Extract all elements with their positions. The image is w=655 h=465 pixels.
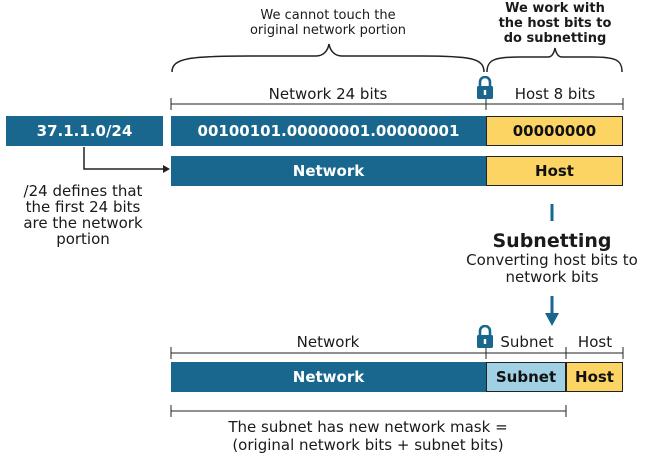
cidr-box: 37.1.1.0/24 bbox=[6, 116, 163, 146]
lock-icon bbox=[477, 325, 493, 348]
host-bits-label: Host 8 bits bbox=[514, 85, 596, 103]
cannot-touch-line1: We cannot touch the bbox=[260, 8, 396, 23]
lock-icon bbox=[477, 76, 493, 99]
bottom-host-label: Host bbox=[577, 333, 613, 351]
subnetting-desc-line1: Converting host bits to bbox=[466, 251, 638, 269]
host-binary-box: 00000000 bbox=[486, 116, 623, 146]
subnetting-title: Subnetting bbox=[492, 230, 612, 252]
host-work-note: We work with the host bits to do subnett… bbox=[480, 1, 630, 46]
cidr-note-line1: /24 defines that bbox=[23, 182, 143, 200]
cannot-touch-note: We cannot touch the original network por… bbox=[228, 8, 428, 38]
mask-note-line1: The subnet has new network mask = bbox=[228, 418, 508, 436]
network-binary-box: 00100101.00000001.00000001 bbox=[171, 116, 486, 146]
network-bits-label: Network 24 bits bbox=[268, 85, 388, 103]
mask-note-line2: (original network bits + subnet bits) bbox=[232, 436, 504, 454]
host-work-line3: do subnetting bbox=[503, 31, 607, 46]
cidr-note: /24 defines that the first 24 bits are t… bbox=[2, 183, 164, 247]
arrow-down-icon bbox=[545, 313, 559, 326]
host-work-line2: the host bits to bbox=[498, 16, 612, 31]
host-work-line1: We work with bbox=[505, 1, 605, 16]
cidr-note-line4: portion bbox=[56, 230, 110, 248]
bottom-network-bar: Network bbox=[171, 362, 486, 392]
bottom-subnet-label: Subnet bbox=[500, 333, 554, 351]
cannot-touch-line2: original network portion bbox=[249, 23, 407, 38]
cidr-note-line2: the first 24 bits bbox=[25, 198, 141, 216]
subnetting-desc-line2: network bits bbox=[505, 268, 599, 286]
host-brace bbox=[486, 47, 623, 73]
bottom-subnet-bar: Subnet bbox=[486, 362, 566, 392]
host-portion-bar: Host bbox=[486, 156, 623, 186]
bottom-host-bar: Host bbox=[566, 362, 623, 392]
bottom-network-label: Network bbox=[296, 333, 360, 351]
network-portion-bar: Network bbox=[171, 156, 486, 186]
subnetting-description: Converting host bits to network bits bbox=[447, 252, 655, 286]
cidr-note-line3: are the network bbox=[23, 214, 143, 232]
mask-note: The subnet has new network mask = (origi… bbox=[170, 418, 566, 454]
network-brace bbox=[171, 43, 485, 73]
